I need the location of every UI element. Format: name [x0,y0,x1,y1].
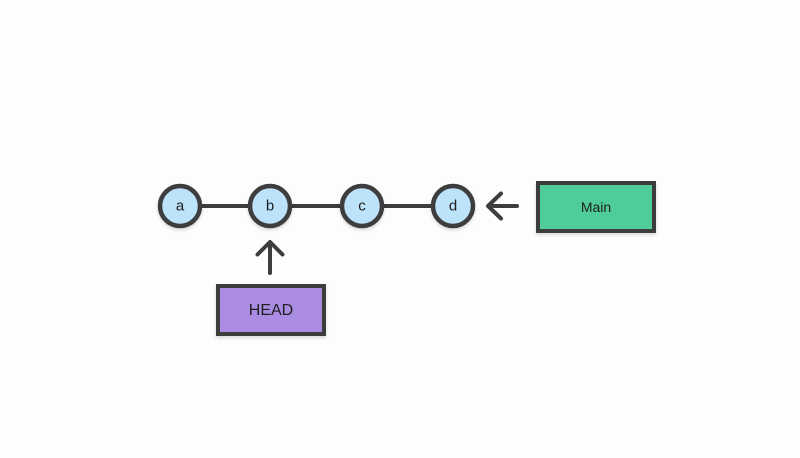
commit-circle [430,183,476,229]
head-rect [216,284,326,336]
commit-node-d: d [430,183,476,229]
commit-circle [247,183,293,229]
main-branch-rect [536,181,656,233]
commit-label: a [176,198,185,215]
arrow-left-head [486,191,503,221]
commit-label: d [449,198,457,215]
commit-circle [339,183,385,229]
commit-circle [157,183,203,229]
head-box: HEAD [216,284,326,336]
diagram-root: a b c d [157,181,656,336]
commit-label: b [266,198,274,215]
commit-label: c [358,198,366,215]
commit-node-b: b [247,183,293,229]
commit-node-c: c [339,183,385,229]
head-label: HEAD [249,302,293,319]
main-branch-label: Main [581,199,611,215]
commit-node-a: a [157,183,203,229]
main-branch-box: Main [536,181,656,233]
arrow-left-icon [486,191,519,221]
arrow-up-icon [255,240,285,275]
arrow-up-head [255,240,285,257]
